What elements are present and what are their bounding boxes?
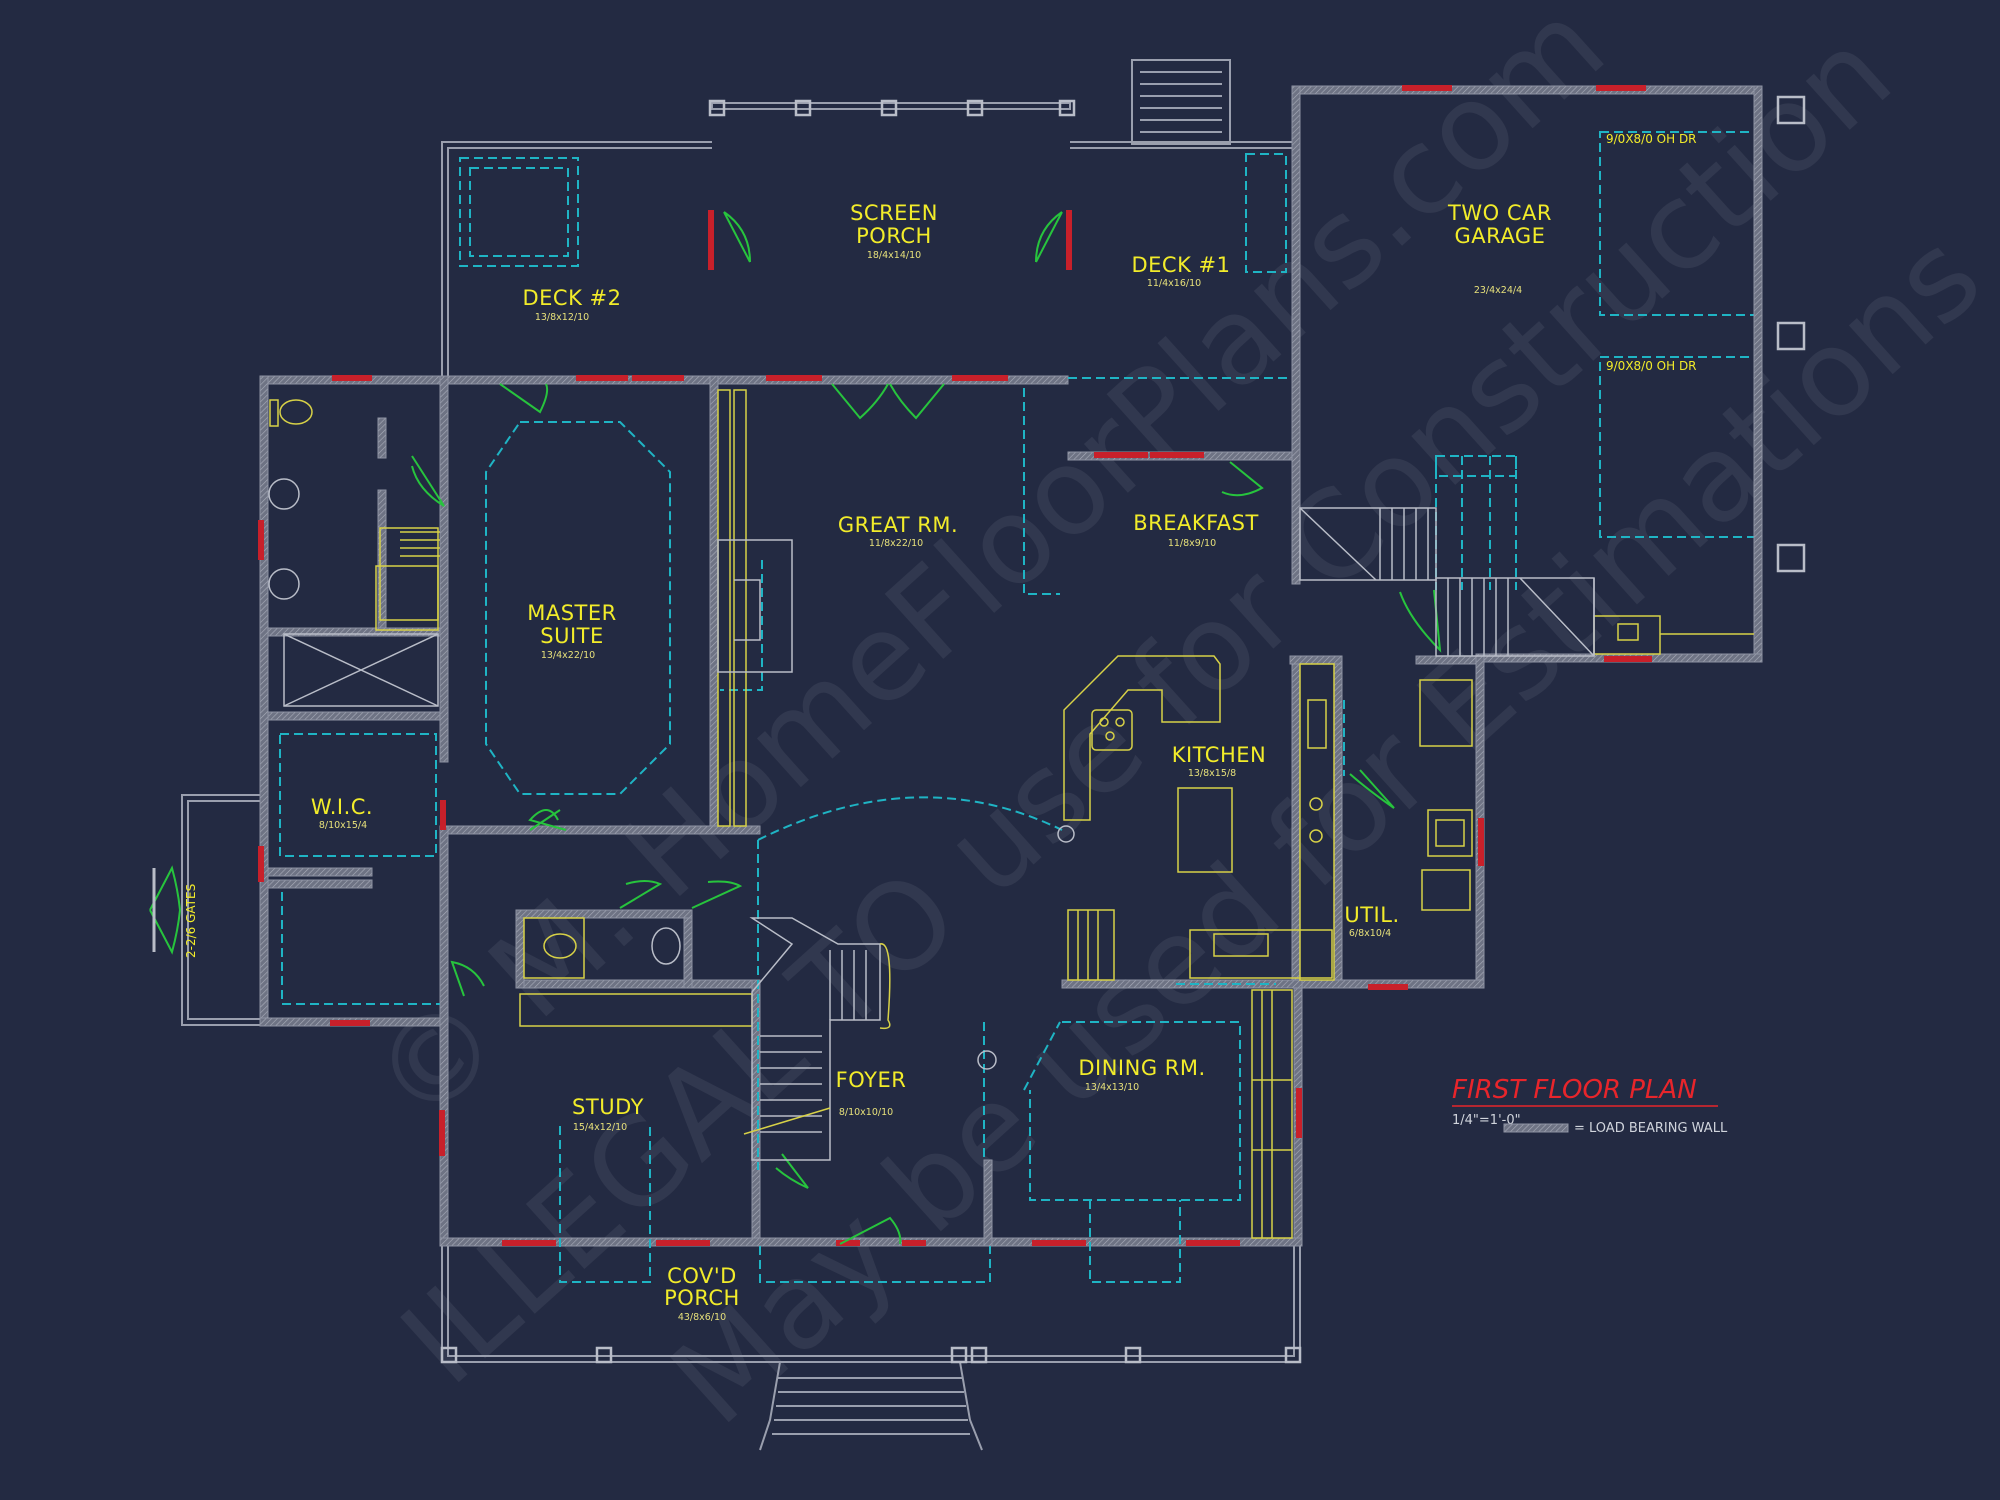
room-breakfast: BREAKFAST 11/8x9/10 (1133, 511, 1259, 549)
secondary-labels: 9/0X8/0 OH DR 9/0X8/0 OH DR 2-2/6 GATES (184, 132, 1697, 958)
room-name: DECK #1 (1131, 253, 1230, 277)
garage-door-label-2: 9/0X8/0 OH DR (1606, 359, 1697, 373)
room-name: TWO CAR (1447, 201, 1552, 225)
room-deck-2: DECK #2 13/8x12/10 (522, 286, 621, 323)
room-name-2: PORCH (664, 1286, 740, 1310)
garage-door-label-1: 9/0X8/0 OH DR (1606, 132, 1697, 146)
room-name: MASTER (527, 601, 617, 625)
title-block: FIRST FLOOR PLAN 1/4"=1'-0" = LOAD BEARI… (1452, 1075, 1728, 1136)
room-dim: 43/8x6/10 (678, 1312, 726, 1323)
watermark-line-1: © M. HomeFloorPlans.com (346, 0, 1630, 1152)
room-dim: 6/8x10/4 (1349, 928, 1391, 939)
room-name: BREAKFAST (1133, 511, 1259, 535)
room-porch: COV'D PORCH 43/8x6/10 (664, 1264, 740, 1323)
room-name: DECK #2 (522, 286, 621, 310)
room-name: KITCHEN (1172, 743, 1267, 767)
legend-text: = LOAD BEARING WALL (1574, 1121, 1728, 1136)
plan-title: FIRST FLOOR PLAN (1452, 1075, 1697, 1105)
room-deck-1: DECK #1 11/4x16/10 (1131, 253, 1230, 289)
room-garage: TWO CAR GARAGE 23/4x24/4 (1447, 201, 1552, 296)
room-name: GREAT RM. (838, 513, 958, 537)
room-name: UTIL. (1344, 903, 1399, 927)
room-dim: 15/4x12/10 (573, 1122, 627, 1133)
room-dim: 13/4x13/10 (1085, 1082, 1139, 1093)
gates-label: 2-2/6 GATES (184, 884, 198, 958)
room-study: STUDY 15/4x12/10 (572, 1095, 644, 1133)
room-dim: 8/10x10/10 (839, 1107, 893, 1118)
room-dining: DINING RM. 13/4x13/10 (1078, 1056, 1205, 1093)
room-name-2: SUITE (540, 624, 604, 648)
posts (440, 95, 1806, 1364)
room-dim: 23/4x24/4 (1474, 285, 1522, 296)
room-dim: 18/4x14/10 (867, 250, 921, 261)
room-name: STUDY (572, 1095, 644, 1119)
fixtures (268, 389, 1754, 1239)
room-dim: 13/8x15/8 (1188, 768, 1236, 779)
watermark-line-3: May be used for Estimations (646, 207, 2000, 1452)
room-master: MASTER SUITE 13/4x22/10 (527, 601, 617, 661)
room-name-2: GARAGE (1455, 224, 1546, 248)
room-name: DINING RM. (1078, 1056, 1205, 1080)
room-name: W.I.C. (311, 795, 373, 819)
doors (149, 211, 1442, 1245)
room-name: SCREEN (850, 201, 938, 225)
room-dim: 8/10x15/4 (319, 820, 367, 831)
room-dim: 11/8x9/10 (1168, 538, 1216, 549)
room-name: FOYER (836, 1068, 907, 1092)
room-name-2: PORCH (856, 224, 932, 248)
room-screen-porch: SCREEN PORCH 18/4x14/10 (850, 201, 938, 261)
stairs (152, 507, 1595, 1161)
room-dim: 11/4x16/10 (1147, 278, 1201, 289)
room-great: GREAT RM. 11/8x22/10 (838, 513, 958, 549)
legend-swatch (1503, 1123, 1569, 1133)
room-dim: 13/4x22/10 (541, 650, 595, 661)
room-wic: W.I.C. 8/10x15/4 (311, 795, 373, 831)
windows (258, 85, 1652, 1246)
room-name: COV'D (667, 1264, 737, 1288)
room-foyer: FOYER 8/10x10/10 (836, 1068, 907, 1118)
plan-scale: 1/4"=1'-0" (1452, 1113, 1521, 1128)
room-dim: 11/8x22/10 (869, 538, 923, 549)
room-kitchen: KITCHEN 13/8x15/8 (1172, 743, 1267, 779)
room-labels: SCREEN PORCH 18/4x14/10 DECK #2 13/8x12/… (311, 201, 1552, 1323)
watermark: © M. HomeFloorPlans.com ILLEGAL TO use f… (346, 0, 2000, 1452)
dashed-lines (279, 153, 1517, 1283)
room-dim: 13/8x12/10 (535, 312, 589, 323)
room-util: UTIL. 6/8x10/4 (1344, 903, 1399, 939)
